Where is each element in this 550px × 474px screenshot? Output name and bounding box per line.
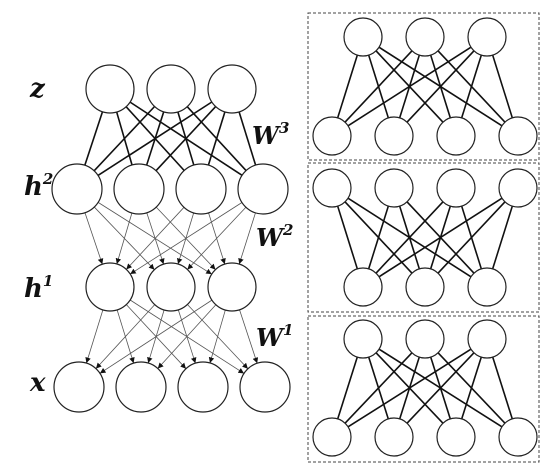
panel-middle-edge-1-1 xyxy=(336,205,359,270)
main-w2-edge-2-1 xyxy=(115,212,133,265)
panel-middle-bottom-node-2 xyxy=(405,267,445,307)
main-w1-edge-3-3 xyxy=(208,309,226,364)
main-z-node-2 xyxy=(146,64,196,114)
layer-label-h1: h1 xyxy=(24,272,53,304)
panel-middle-bottom-node-1 xyxy=(343,267,383,307)
panel-middle-border xyxy=(307,162,540,313)
panel-middle-top-node-4 xyxy=(498,168,538,208)
panel-bottom-edge-3-4 xyxy=(491,356,514,420)
main-w2-edge-3-1 xyxy=(126,207,185,270)
panel-top-bottom-node-2 xyxy=(374,116,414,156)
main-w2-edge-4-3 xyxy=(238,212,256,265)
panel-top-bottom-node-4 xyxy=(498,116,538,156)
main-w1-edge-3-4 xyxy=(239,309,259,364)
main-w3-edge-3-2 xyxy=(155,106,217,172)
panel-middle-top-node-3 xyxy=(436,168,476,208)
panel-middle-edge-2-1 xyxy=(367,205,390,270)
main-w1-edge-3-1 xyxy=(99,299,213,374)
nodes-group xyxy=(51,17,538,457)
main-w3-edge-1-1 xyxy=(84,111,104,166)
panel-middle-edge-3-1 xyxy=(375,201,444,274)
main-h1-node-3 xyxy=(207,262,257,312)
panel-middle-edge-4-3 xyxy=(491,205,514,270)
panel-bottom-edge-2-1 xyxy=(344,352,413,424)
panel-top-edge-3-4 xyxy=(491,54,514,119)
main-w3-edge-3-4 xyxy=(238,111,257,166)
panel-bottom-border xyxy=(307,315,540,463)
panel-middle-top-node-1 xyxy=(312,168,352,208)
weight-label-w2: W2 xyxy=(256,221,293,252)
panel-top-top-node-2 xyxy=(405,17,445,57)
panel-top-border xyxy=(307,12,540,161)
panel-middle-top-node-2 xyxy=(374,168,414,208)
panel-bottom-bottom-node-2 xyxy=(374,417,414,457)
panel-middle-bottom-node-3 xyxy=(467,267,507,307)
panel-top-edge-1-1 xyxy=(336,54,359,119)
panel-top-top-node-3 xyxy=(467,17,507,57)
panel-bottom-edge-3-3 xyxy=(460,356,483,420)
panel-bottom-bottom-node-1 xyxy=(312,417,352,457)
layer-label-x: x xyxy=(29,368,46,398)
main-h2-node-2 xyxy=(113,163,165,215)
panel-top-bottom-node-1 xyxy=(312,116,352,156)
panel-top-edge-3-2 xyxy=(406,50,475,123)
main-z-node-1 xyxy=(85,64,135,114)
main-w1-edge-3-2 xyxy=(157,304,217,369)
edges-group xyxy=(84,46,514,428)
main-w3-edge-3-3 xyxy=(207,111,226,166)
main-w2-edge-4-2 xyxy=(187,206,247,270)
main-w1-edge-2-1 xyxy=(95,304,156,369)
main-h2-node-4 xyxy=(237,163,289,215)
panel-top-bottom-node-3 xyxy=(436,116,476,156)
main-h1-node-1 xyxy=(85,262,135,312)
panel-top-edge-2-1 xyxy=(344,50,413,123)
main-w1-edge-1-1 xyxy=(85,309,104,364)
panel-top-top-node-1 xyxy=(343,17,383,57)
main-h1-node-2 xyxy=(146,262,196,312)
panel-top-edge-3-1 xyxy=(347,46,472,127)
main-x-node-4 xyxy=(239,361,291,413)
layer-label-z: z xyxy=(29,74,46,104)
panel-middle-edge-4-2 xyxy=(437,201,506,274)
panel-bottom-edge-1-1 xyxy=(336,356,359,420)
weight-label-w3: W3 xyxy=(252,119,289,150)
panel-bottom-bottom-node-4 xyxy=(498,417,538,457)
main-w3-edge-2-1 xyxy=(93,105,156,172)
panel-top-edge-3-3 xyxy=(460,54,483,119)
panel-bottom-edge-3-1 xyxy=(347,348,472,428)
main-w2-edge-4-1 xyxy=(129,202,243,275)
panel-bottom-top-node-2 xyxy=(405,319,445,359)
panel-middle-edge-4-1 xyxy=(378,197,503,278)
panel-bottom-top-node-3 xyxy=(467,319,507,359)
main-z-node-3 xyxy=(207,64,257,114)
panel-bottom-edge-3-2 xyxy=(406,352,475,424)
panel-bottom-bottom-node-3 xyxy=(436,417,476,457)
main-w3-edge-3-1 xyxy=(97,101,213,177)
main-x-node-2 xyxy=(115,361,167,413)
main-h2-node-1 xyxy=(51,163,103,215)
main-x-node-1 xyxy=(53,361,105,413)
layer-label-h2: h2 xyxy=(24,170,53,202)
main-h2-node-3 xyxy=(175,163,227,215)
weight-label-w1: W1 xyxy=(256,321,293,352)
main-w2-edge-1-1 xyxy=(84,212,104,265)
panel-bottom-top-node-1 xyxy=(343,319,383,359)
main-x-node-3 xyxy=(177,361,229,413)
